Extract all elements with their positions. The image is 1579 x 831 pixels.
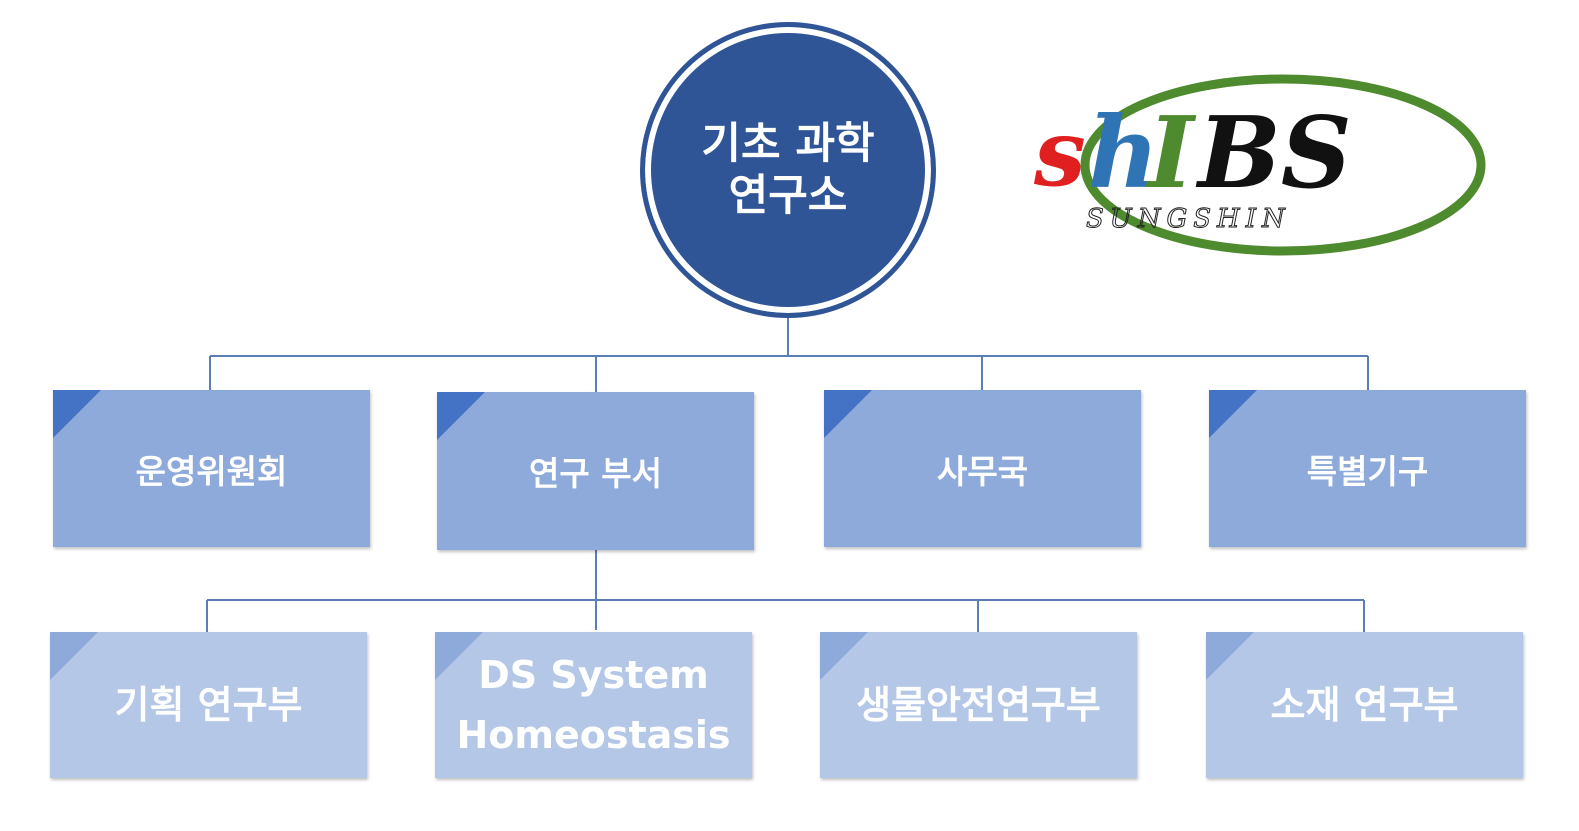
logo-letter-h: h	[1088, 96, 1159, 211]
logo-ring-shape	[1080, 74, 1486, 256]
node-ds-system-homeostasis: DS System Homeostasis	[435, 632, 752, 778]
node-biosafety-research: 생물안전연구부	[820, 632, 1137, 778]
corner-fold-shape	[53, 390, 101, 438]
node-research-department: 연구 부서	[437, 392, 754, 550]
shibs-logo: s h I BS SUNGSHIN	[1033, 74, 1486, 256]
node-label-line2: Homeostasis	[456, 713, 731, 757]
root-label-line2: 연구소	[728, 171, 848, 221]
corner-fold-shape	[1206, 632, 1254, 680]
logo-letters-bs: BS	[1195, 96, 1352, 211]
node-planning-research: 기획 연구부	[50, 632, 367, 778]
node-label: 운영위원회	[135, 451, 288, 491]
root-label-line1: 기초 과학	[701, 119, 875, 169]
node-materials-research: 소재 연구부	[1206, 632, 1523, 778]
node-label: 연구 부서	[529, 454, 662, 493]
node-label-line1: DS System	[478, 653, 709, 697]
corner-fold-shape	[437, 392, 485, 440]
corner-fold-shape	[50, 632, 98, 680]
node-special-organization: 특별기구	[1209, 390, 1526, 547]
node-label-block: 생물안전연구부	[856, 675, 1101, 735]
node-label: 특별기구	[1306, 451, 1429, 491]
node-label-block: 소재 연구부	[1270, 675, 1458, 735]
root-node-label: 기초 과학 연구소	[640, 22, 936, 318]
root-node-circle	[640, 22, 936, 318]
node-secretariat: 사무국	[824, 390, 1141, 547]
corner-fold-shape	[824, 390, 872, 438]
node-label: 생물안전연구부	[856, 683, 1101, 727]
corner-fold-shape	[1209, 390, 1257, 438]
node-steering-committee: 운영위원회	[53, 390, 370, 547]
logo-letter-i: I	[1145, 96, 1197, 211]
node-label: 소재 연구부	[1270, 683, 1459, 727]
node-label-block: DS System Homeostasis	[456, 645, 730, 765]
logo-subtext: SUNGSHIN	[1086, 204, 1291, 234]
corner-fold-shape	[820, 632, 868, 680]
node-label: 기획 연구부	[114, 683, 303, 727]
node-label-block: 기획 연구부	[114, 675, 302, 735]
node-label: 사무국	[936, 451, 1029, 491]
logo-letter-s: s	[1033, 99, 1086, 207]
corner-fold-shape	[435, 632, 483, 680]
